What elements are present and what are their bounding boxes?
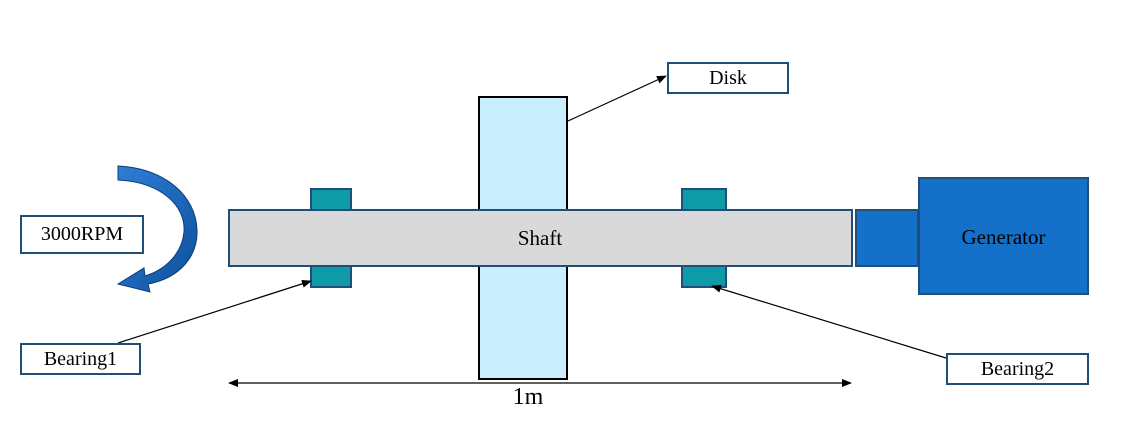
generator-label: Generator: [961, 224, 1046, 249]
length-label: 1m: [512, 383, 544, 410]
bearing1-bottom: [310, 264, 352, 288]
bearing2-label: Bearing2: [980, 357, 1055, 380]
disk-label-box: Disk: [667, 62, 789, 94]
bearing2-leader-line: [711, 284, 947, 359]
generator: [918, 177, 1089, 295]
shaft-label: Shaft: [517, 225, 563, 250]
bearing1-leader-line: [117, 279, 312, 344]
disk-label: Disk: [709, 66, 747, 89]
disk-leader-line: [567, 75, 667, 122]
bearing1-top: [310, 188, 352, 212]
shaft: [228, 209, 853, 267]
coupling: [855, 209, 919, 267]
bearing2-bottom: [681, 264, 727, 288]
bearing2-label-box: Bearing2: [946, 353, 1089, 385]
bearing2-top: [681, 188, 727, 212]
rotation-arrow-icon: [116, 165, 198, 293]
speed-label-box: 3000RPM: [20, 215, 144, 254]
speed-label: 3000RPM: [40, 223, 124, 245]
bearing1-label: Bearing1: [43, 347, 118, 370]
bearing1-label-box: Bearing1: [20, 343, 141, 375]
